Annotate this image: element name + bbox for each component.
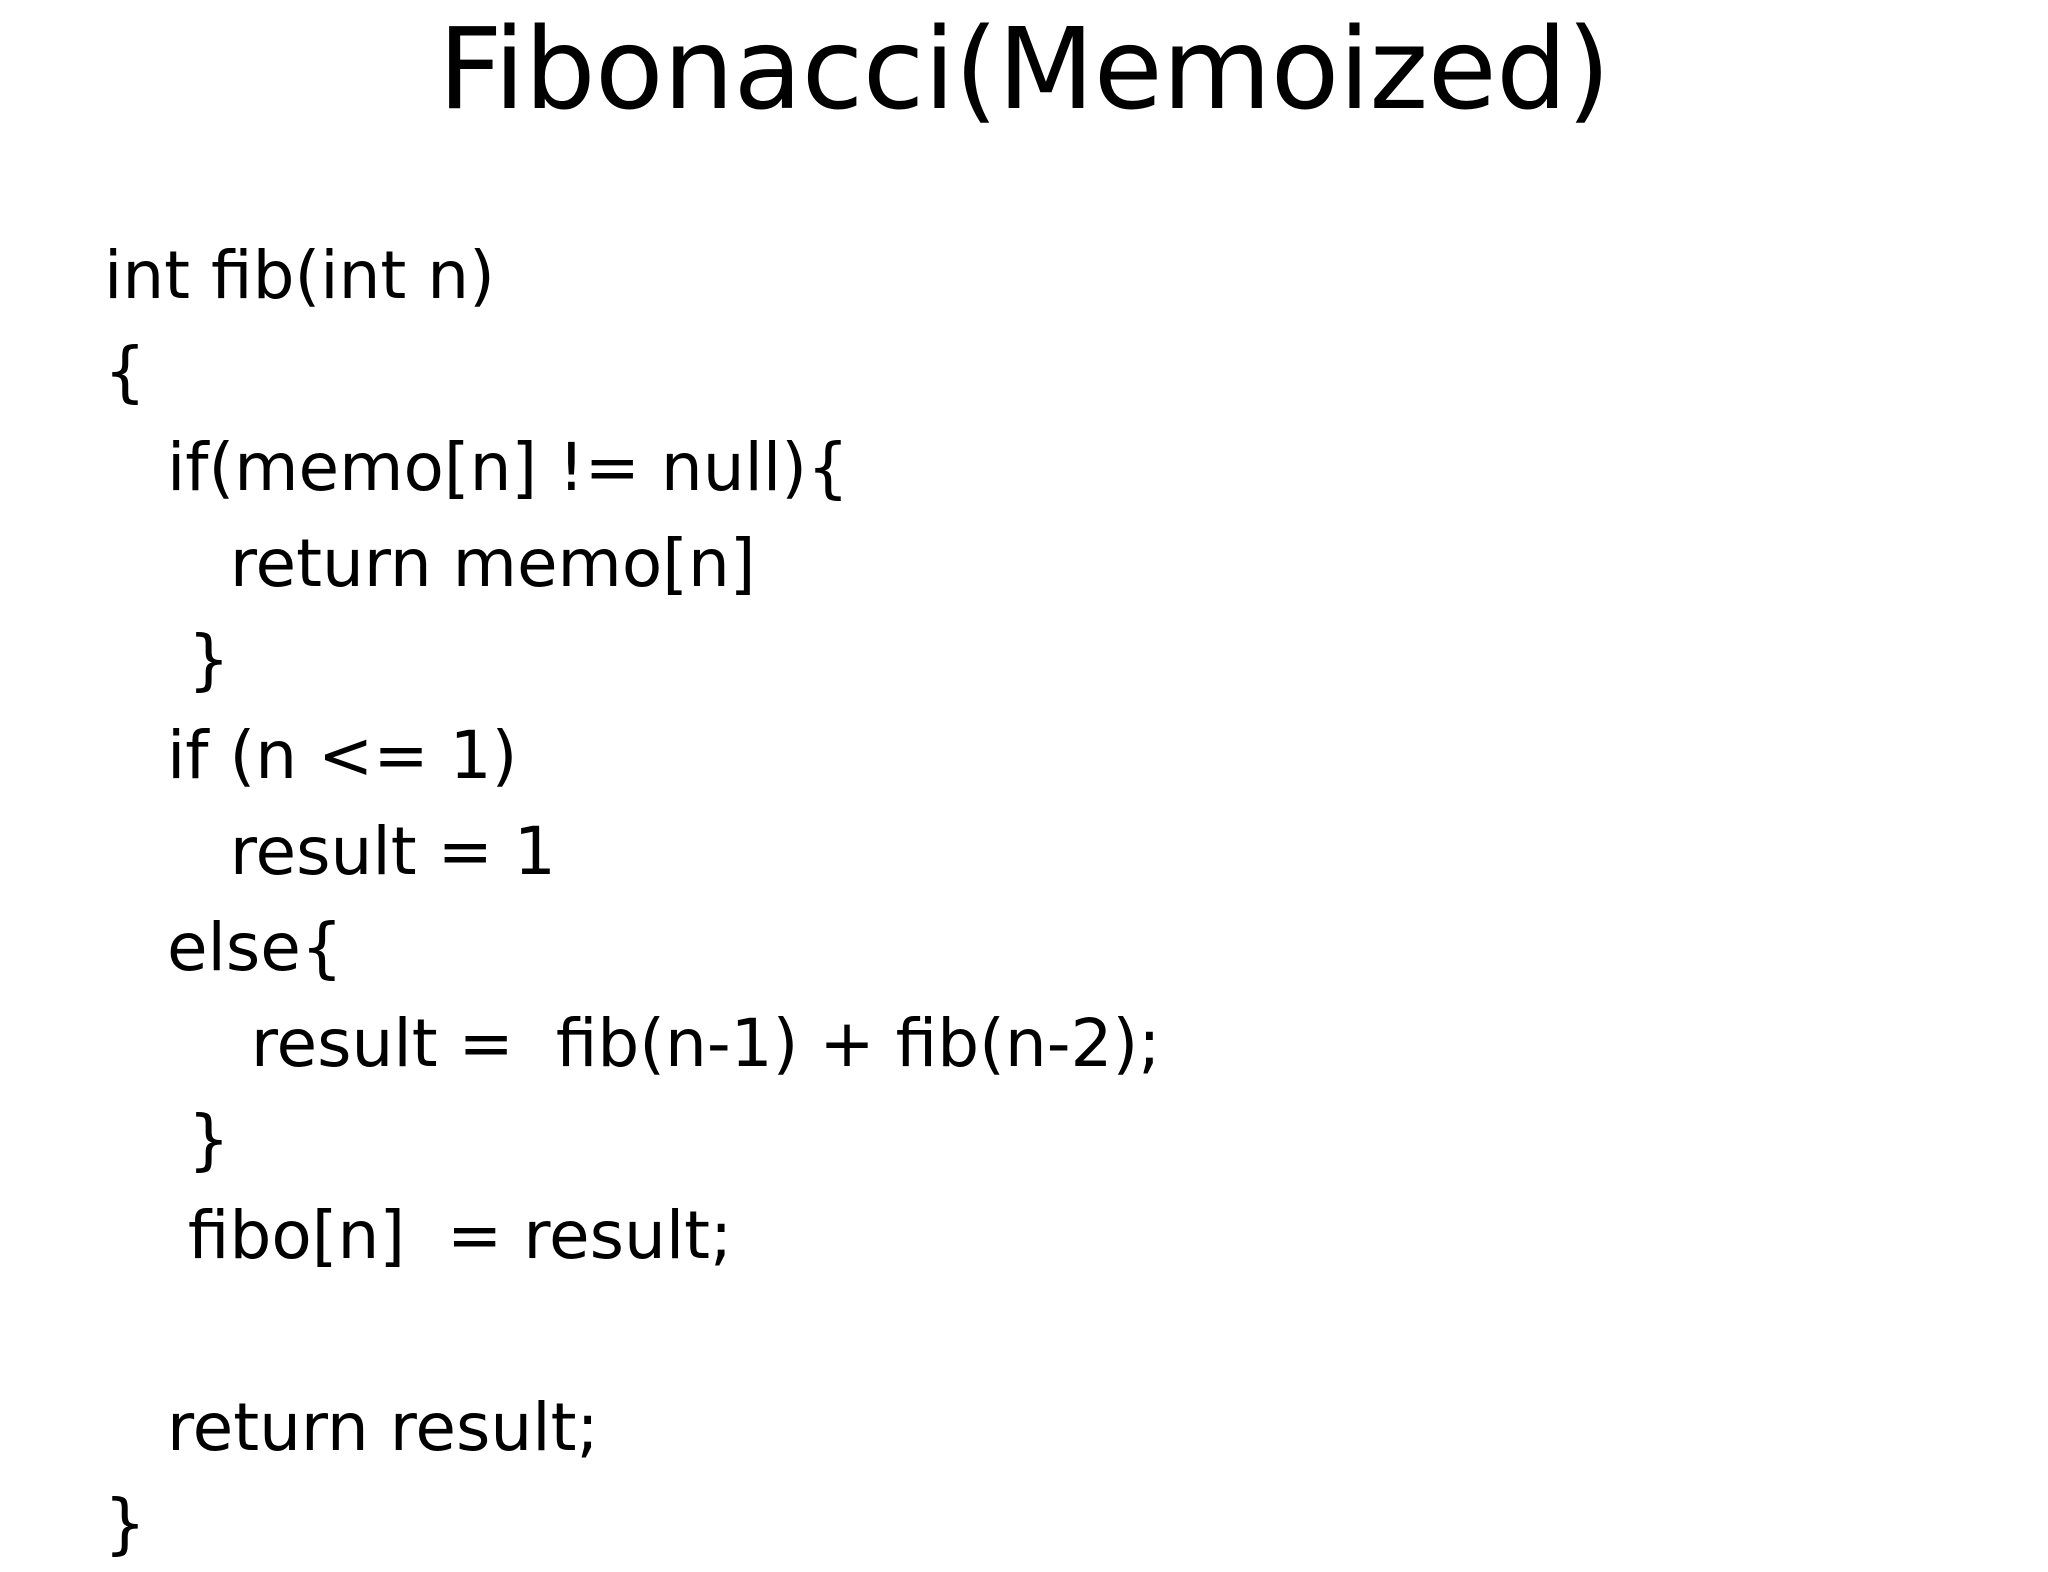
code-line: } — [104, 1485, 146, 1562]
code-line: else{ — [104, 909, 343, 986]
code-line: } — [104, 1101, 230, 1178]
code-line: { — [104, 333, 146, 410]
code-line: return memo[n] — [104, 525, 756, 602]
code-line: int fib(int n) — [104, 237, 495, 314]
code-line: result = fib(n-1) + fib(n-2); — [104, 1005, 1161, 1082]
code-line-blank — [104, 1284, 2048, 1380]
code-line: return result; — [104, 1389, 599, 1466]
code-line: } — [104, 621, 230, 698]
code-line: fibo[n] = result; — [104, 1197, 733, 1274]
code-line: result = 1 — [104, 813, 556, 890]
presentation-slide: Fibonacci(Memoized) int fib(int n) { if(… — [104, 5, 1611, 1562]
code-line: if(memo[n] != null){ — [104, 429, 849, 506]
code-line: if (n <= 1) — [104, 717, 518, 794]
page-title: Fibonacci(Memoized) — [438, 5, 1610, 135]
code-block: int fib(int n) { if(memo[n] != null){ re… — [0, 228, 2048, 1572]
